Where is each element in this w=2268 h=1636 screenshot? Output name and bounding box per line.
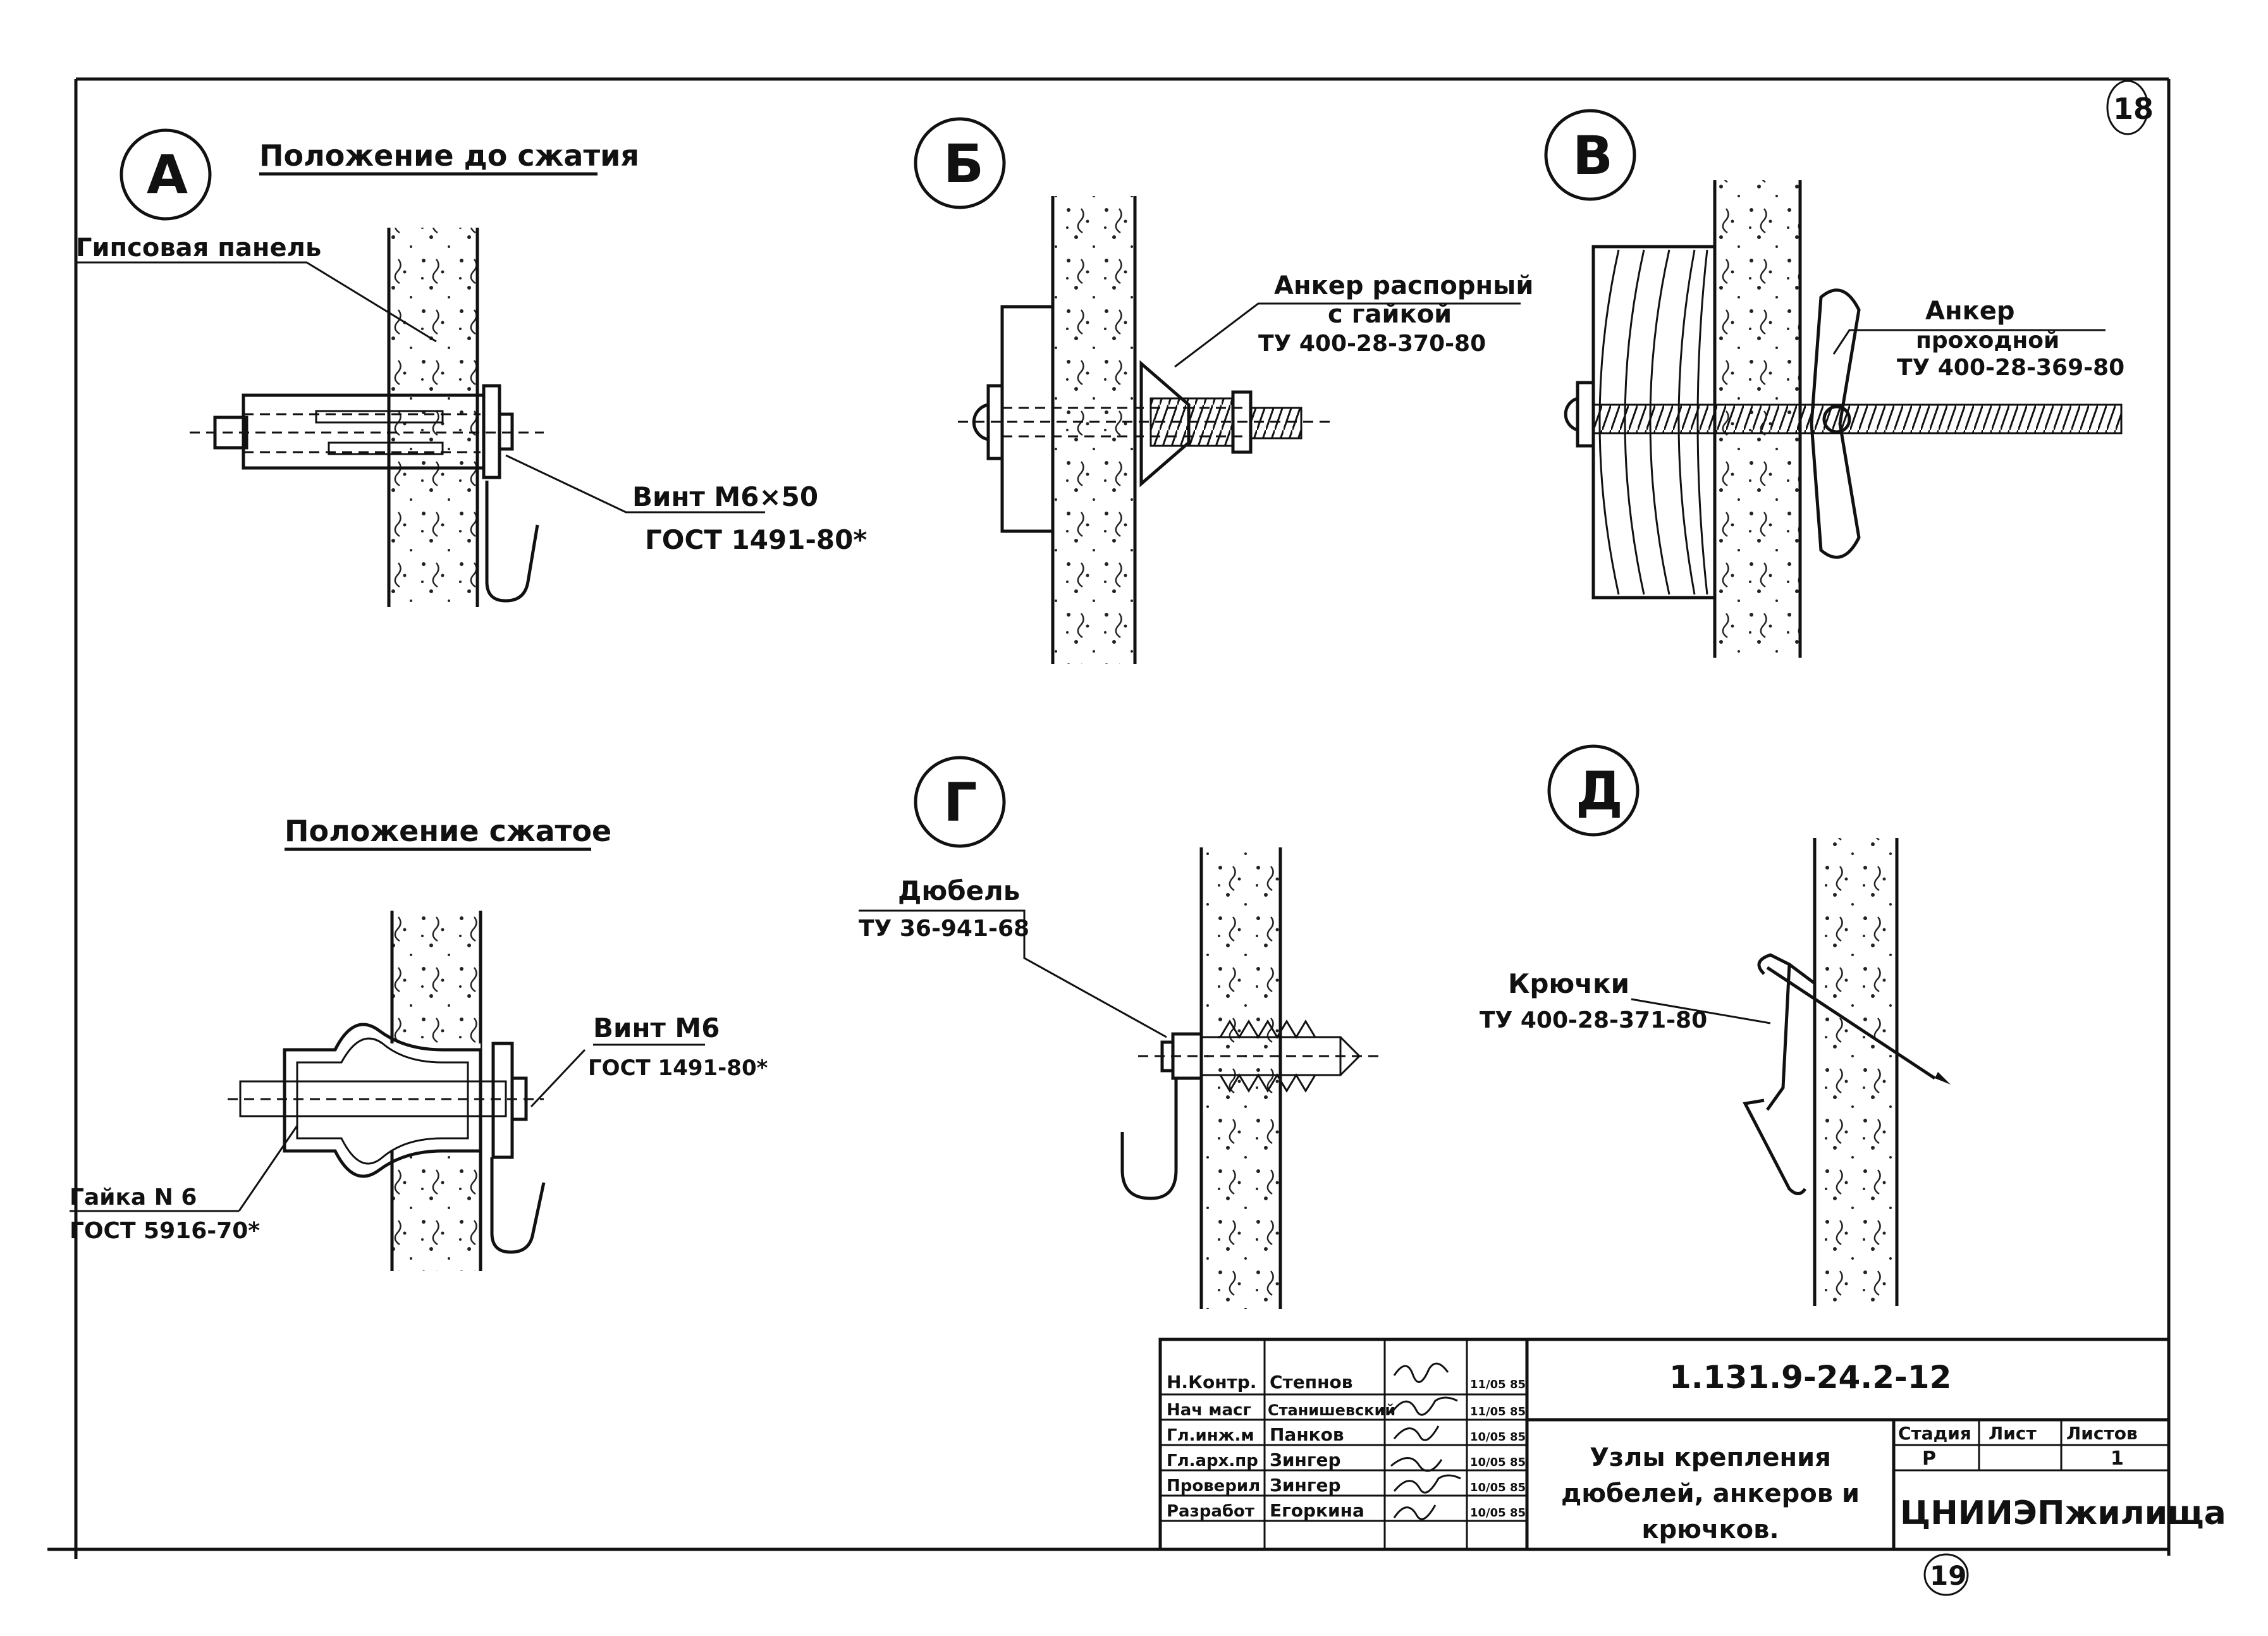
svg-text:18: 18 (2113, 92, 2154, 126)
svg-text:Г: Г (943, 772, 978, 833)
svg-text:с гайкой: с гайкой (1328, 300, 1452, 329)
detail-a-title-after: Положение сжатое (285, 814, 611, 851)
title-block-rows: Н.Контр. Степнов 11/05 85 Нач масг Стани… (1167, 1372, 1526, 1521)
svg-text:1.131.9-24.2-12: 1.131.9-24.2-12 (1669, 1359, 1951, 1396)
detail-d-drawing (1743, 838, 1951, 1306)
svg-text:Панков: Панков (1270, 1424, 1344, 1445)
detail-b-drawing (958, 196, 1334, 664)
svg-text:Гипсовая панель: Гипсовая панель (76, 233, 321, 262)
svg-text:ГОСТ 1491-80*: ГОСТ 1491-80* (645, 524, 867, 555)
svg-text:Егоркина: Егоркина (1270, 1500, 1364, 1521)
svg-text:Листов: Листов (2066, 1423, 2138, 1444)
svg-text:Станишевский: Станишевский (1268, 1401, 1395, 1419)
label-hooks: Крючки ТУ 400-28-371-80 (1480, 968, 1771, 1033)
svg-text:11/05 85: 11/05 85 (1470, 1378, 1526, 1391)
svg-text:В: В (1572, 125, 1613, 187)
svg-text:10/05 85: 10/05 85 (1470, 1456, 1526, 1469)
svg-text:Р: Р (1922, 1448, 1936, 1470)
svg-text:Стадия: Стадия (1898, 1423, 1971, 1444)
label-dowel: Дюбель ТУ 36-941-68 (859, 875, 1167, 1038)
detail-d-marker: Д (1547, 744, 1640, 837)
svg-text:Н.Контр.: Н.Контр. (1167, 1372, 1256, 1393)
detail-a-title-before: Положение до сжатия (259, 138, 639, 176)
svg-text:Зингер: Зингер (1270, 1449, 1341, 1470)
svg-text:Анкер: Анкер (1925, 297, 2015, 326)
svg-text:Степнов: Степнов (1270, 1372, 1352, 1393)
detail-g-drawing (1120, 847, 1382, 1309)
svg-text:Гл.арх.пр: Гл.арх.пр (1167, 1451, 1258, 1470)
svg-text:Анкер распорный: Анкер распорный (1274, 271, 1533, 300)
sheet-number-bottom: 19 (1923, 1553, 1969, 1596)
document-code: 1.131.9-24.2-12 (1669, 1359, 1951, 1396)
detail-a-marker: А (120, 128, 212, 221)
detail-g-marker: Г (914, 756, 1006, 848)
svg-text:Дюбель: Дюбель (898, 875, 1020, 906)
label-screw-m6x50: Винт М6×50 ГОСТ 1491-80* (505, 454, 867, 555)
detail-v-marker: В (1544, 109, 1636, 201)
svg-text:Зингер: Зингер (1270, 1475, 1341, 1496)
svg-text:Положение сжатое: Положение сжатое (285, 814, 611, 848)
drawing-title: Узлы крепления дюбелей, анкеров и крючко… (1561, 1443, 1860, 1544)
label-screw-m6: Винт М6 ГОСТ 1491-80* (530, 1012, 768, 1108)
svg-text:11/05 85: 11/05 85 (1470, 1405, 1526, 1418)
svg-text:Проверил: Проверил (1167, 1477, 1260, 1496)
svg-text:дюбелей, анкеров и: дюбелей, анкеров и (1561, 1479, 1860, 1508)
svg-text:10/05 85: 10/05 85 (1470, 1430, 1526, 1444)
detail-a-after-drawing (228, 911, 546, 1271)
svg-text:Нач масг: Нач масг (1167, 1401, 1251, 1420)
svg-text:ЦНИИЭПжилища: ЦНИИЭПжилища (1900, 1494, 2226, 1532)
svg-text:ГОСТ 1491-80*: ГОСТ 1491-80* (588, 1055, 768, 1081)
svg-text:1: 1 (2111, 1448, 2124, 1470)
detail-a-before-drawing (190, 228, 544, 607)
svg-text:крючков.: крючков. (1641, 1515, 1779, 1544)
svg-text:ТУ 36-941-68: ТУ 36-941-68 (859, 916, 1029, 942)
svg-text:А: А (147, 144, 188, 206)
svg-text:проходной: проходной (1916, 328, 2059, 354)
svg-text:Разработ: Разработ (1167, 1502, 1254, 1521)
svg-text:10/05 85: 10/05 85 (1470, 1506, 1526, 1520)
svg-text:ТУ 400-28-370-80: ТУ 400-28-370-80 (1258, 331, 1486, 357)
svg-text:ГОСТ 5916-70*: ГОСТ 5916-70* (70, 1218, 260, 1244)
svg-text:Д: Д (1576, 760, 1623, 822)
svg-text:Крючки: Крючки (1508, 968, 1629, 999)
label-anchor-through: Анкер проходной ТУ 400-28-369-80 (1832, 297, 2124, 381)
label-gypsum-panel: Гипсовая панель (76, 233, 437, 343)
label-nut-n6: Гайка N 6 ГОСТ 5916-70* (70, 1125, 298, 1244)
organization: ЦНИИЭПжилища (1900, 1494, 2226, 1532)
svg-text:ТУ 400-28-371-80: ТУ 400-28-371-80 (1480, 1007, 1707, 1033)
sheet-number-top: 18 (2106, 80, 2154, 135)
svg-text:Узлы крепления: Узлы крепления (1590, 1443, 1831, 1472)
detail-v-drawing (1564, 180, 2123, 658)
svg-text:Гайка N 6: Гайка N 6 (70, 1184, 197, 1210)
svg-text:Лист: Лист (1989, 1423, 2037, 1444)
signatures (1390, 1362, 1461, 1520)
svg-text:Гл.инж.м: Гл.инж.м (1167, 1426, 1254, 1445)
svg-text:19: 19 (1930, 1560, 1966, 1591)
detail-b-marker: Б (914, 117, 1006, 209)
stage-sheet-cells: Стадия Лист Листов Р 1 (1898, 1423, 2138, 1470)
title-block (1158, 1338, 2171, 1551)
svg-text:ТУ 400-28-369-80: ТУ 400-28-369-80 (1897, 355, 2124, 381)
svg-text:Винт М6×50: Винт М6×50 (632, 481, 818, 512)
svg-text:10/05 85: 10/05 85 (1470, 1481, 1526, 1494)
svg-text:Винт М6: Винт М6 (593, 1012, 720, 1043)
svg-text:Положение до сжатия: Положение до сжатия (259, 138, 639, 173)
label-anchor-expansion: Анкер распорный с гайкой ТУ 400-28-370-8… (1174, 271, 1533, 368)
svg-text:Б: Б (943, 133, 984, 195)
